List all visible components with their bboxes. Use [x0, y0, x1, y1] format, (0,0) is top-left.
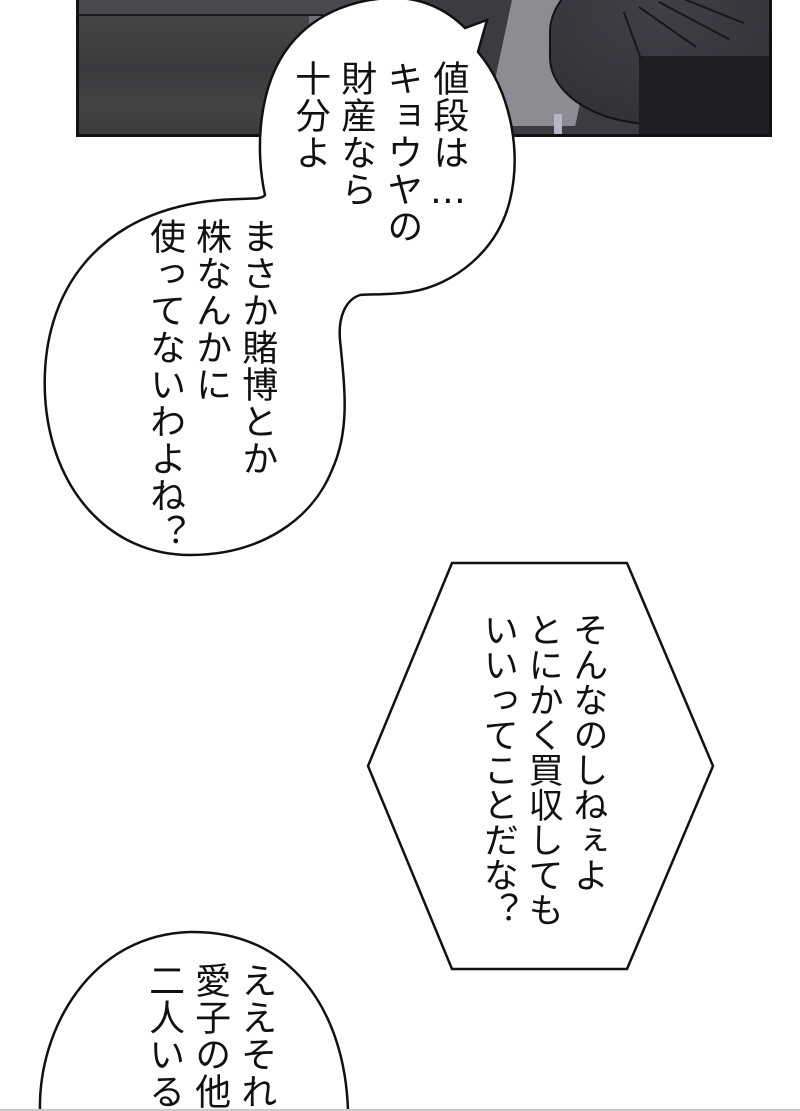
speech-bubble-2: まさか賭博とか 株なんかに 使ってないわよね？ [141, 218, 279, 551]
wall-top [79, 0, 379, 16]
speech-bubble-4: ええそれ 愛子の他 二人いる [140, 962, 278, 1110]
bubble-2-line-2: 株なんかに [190, 218, 232, 403]
speech-bubble-1: 値段は… キョウヤの 財産なら 十分よ [286, 60, 470, 245]
bubble-4-line-3: 二人いる [143, 962, 185, 1110]
speech-bubble-3: そんなのしねぇよ とにかく買収しても いいってことだな？ [475, 612, 609, 927]
speech-bubble-4-outline [38, 930, 350, 1111]
bubble-3-line-1: そんなのしねぇよ [567, 612, 608, 892]
bubble-3-line-2: とにかく買収しても [522, 612, 563, 927]
speech-bubble-1-2-outline [43, 0, 516, 557]
bubble-2-line-3: 使ってないわよね？ [144, 218, 186, 551]
page-bottom-edge [0, 1109, 800, 1111]
shirt-cuff [554, 114, 562, 134]
bubble-2-line-1: まさか賭博とか [236, 218, 278, 477]
bubble-1-line-2: キョウヤの [381, 60, 423, 245]
bubble-1-line-1: 値段は… [427, 60, 469, 213]
bubble-4-line-2: 愛子の他 [189, 962, 231, 1110]
bubble-1-line-4: 十分よ [289, 60, 331, 171]
speech-bubble-3-outline [366, 561, 715, 971]
bubble-3-line-3: いいってことだな？ [477, 612, 518, 927]
bubble-4-line-1: ええそれ [235, 962, 277, 1110]
bubble-1-line-3: 財産なら [335, 60, 377, 208]
figure-shadow [639, 56, 769, 134]
